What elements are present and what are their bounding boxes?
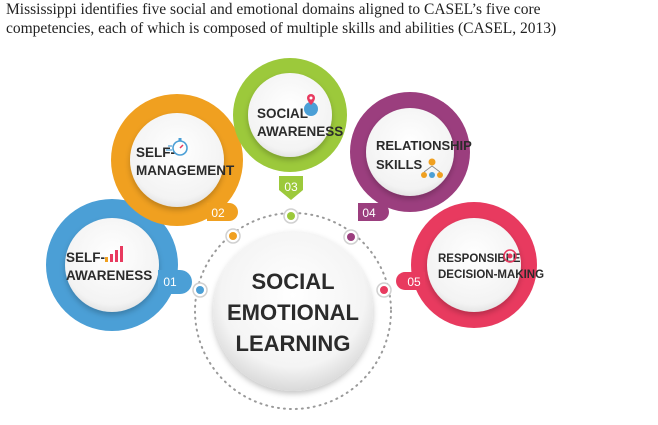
caption-line-2: competencies, each of which is composed … xyxy=(6,20,557,37)
domain-label-line-1: SELF- xyxy=(66,250,105,265)
figure-caption: Mississippi identifies five social and e… xyxy=(6,0,646,38)
domain-label-line-2: AWARENESS xyxy=(257,124,343,139)
domain-social-awareness: SOCIAL AWARENESS 03 xyxy=(233,58,347,224)
domain-label-line-1: RELATIONSHIP xyxy=(376,138,472,153)
caption-line-1: Mississippi identifies five social and e… xyxy=(6,1,541,18)
globe-pin-icon xyxy=(304,94,318,116)
stopwatch-icon xyxy=(166,138,188,156)
target-icon xyxy=(503,249,517,263)
domain-number: 05 xyxy=(407,275,421,289)
center-title-line-2: EMOTIONAL xyxy=(227,300,359,325)
domain-number: 03 xyxy=(284,180,298,194)
domain-responsible-decision-making: RESPONSIBLE DECISION-MAKING 05 xyxy=(376,202,544,328)
center-circle: SOCIAL EMOTIONAL LEARNING xyxy=(213,231,373,391)
domain-label-line-2: DECISION-MAKING xyxy=(438,269,544,281)
domain-label-line-1: RESPONSIBLE xyxy=(438,253,521,265)
domain-self-management: SELF- MANAGEMENT 02 xyxy=(111,94,243,244)
center-title-line-3: LEARNING xyxy=(236,331,351,356)
people-network-icon xyxy=(421,158,443,178)
domain-label-line-1: SELF- xyxy=(136,145,175,160)
domain-number: 04 xyxy=(362,206,376,220)
center-title-line-1: SOCIAL xyxy=(251,269,334,294)
domain-label-line-2: AWARENESS xyxy=(66,268,152,283)
domain-label-line-1: SOCIAL xyxy=(257,106,308,121)
domain-number: 01 xyxy=(163,275,177,289)
domain-label-line-2: MANAGEMENT xyxy=(136,163,235,178)
bar-chart-icon xyxy=(105,246,123,262)
domain-relationship-skills: RELATIONSHIP SKILLS 04 xyxy=(343,92,472,245)
domain-self-awareness: SELF- AWARENESS 01 xyxy=(46,199,208,331)
domain-label-line-2: SKILLS xyxy=(376,157,423,172)
domain-number: 02 xyxy=(211,206,225,220)
